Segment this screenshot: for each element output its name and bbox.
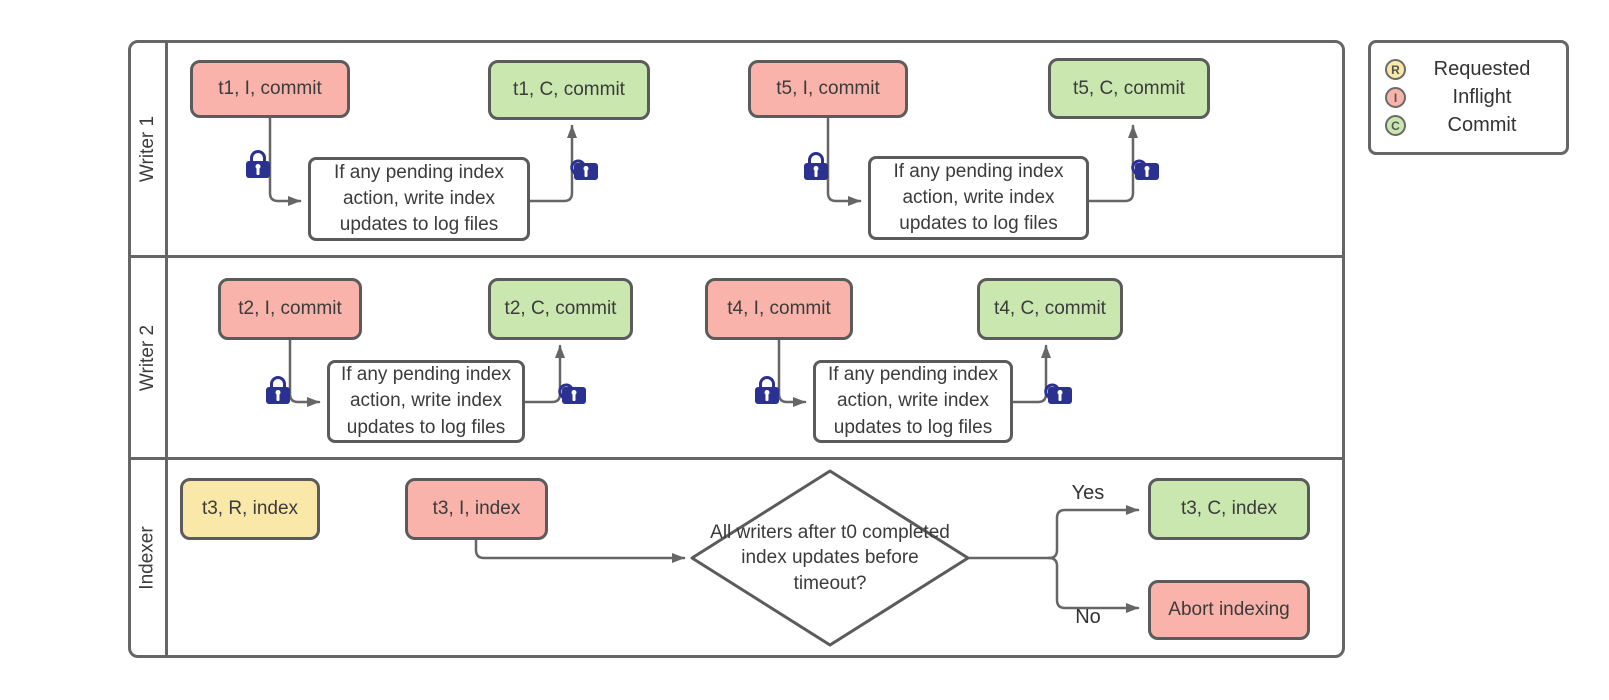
lane-indexer: Indexer xyxy=(131,457,1342,655)
branch-label-no: No xyxy=(1075,606,1101,628)
node-t2-commit: t2, C, commit xyxy=(488,278,633,340)
node-process-writer1-a: If any pending index action, write index… xyxy=(308,157,530,241)
lock-open-icon xyxy=(1127,152,1159,181)
node-t2-inflight: t2, I, commit xyxy=(218,278,362,340)
lock-open-icon xyxy=(566,152,598,181)
commit-badge-icon: C xyxy=(1385,115,1406,136)
lane-writer-1: Writer 1 xyxy=(131,43,1342,255)
lane-title-writer-2: Writer 2 xyxy=(131,258,168,457)
lane-writer-2: Writer 2 xyxy=(131,255,1342,457)
node-abort-indexing: Abort indexing xyxy=(1148,580,1310,640)
inflight-badge-icon: I xyxy=(1385,87,1406,108)
legend-item-commit: C Commit xyxy=(1385,114,1552,137)
legend-label: Inflight xyxy=(1452,86,1512,108)
legend-label: Commit xyxy=(1447,114,1517,136)
node-t4-commit: t4, C, commit xyxy=(977,278,1123,340)
legend-label: Requested xyxy=(1433,58,1531,80)
lock-closed-icon xyxy=(755,376,779,405)
decision-diamond xyxy=(690,469,970,647)
node-t3-inflight: t3, I, index xyxy=(405,478,548,540)
requested-badge-icon: R xyxy=(1385,59,1406,80)
node-t3-requested: t3, R, index xyxy=(180,478,320,540)
node-t4-inflight: t4, I, commit xyxy=(705,278,853,340)
lock-open-icon xyxy=(1040,376,1072,405)
lock-closed-icon xyxy=(804,152,828,181)
node-t3-commit: t3, C, index xyxy=(1148,478,1310,540)
lane-title-writer-1: Writer 1 xyxy=(131,43,168,255)
lock-closed-icon xyxy=(266,376,290,405)
lock-open-icon xyxy=(554,376,586,405)
node-process-writer2-a: If any pending index action, write index… xyxy=(327,360,525,443)
lock-closed-icon xyxy=(246,150,270,179)
decision-question: All writers after t0 completed index upd… xyxy=(710,521,950,594)
legend-item-requested: R Requested xyxy=(1385,58,1552,81)
node-process-writer2-b: If any pending index action, write index… xyxy=(813,360,1013,443)
node-t5-inflight: t5, I, commit xyxy=(748,60,908,118)
legend: R Requested I Inflight C Commit xyxy=(1368,40,1569,155)
lane-title-indexer: Indexer xyxy=(131,460,168,655)
node-process-writer1-b: If any pending index action, write index… xyxy=(868,156,1089,240)
node-t1-inflight: t1, I, commit xyxy=(190,60,350,118)
node-t5-commit: t5, C, commit xyxy=(1048,58,1210,119)
branch-label-yes: Yes xyxy=(1071,482,1105,504)
legend-item-inflight: I Inflight xyxy=(1385,86,1552,109)
swimlane-container: Writer 1 Writer 2 Indexer xyxy=(128,40,1345,658)
node-t1-commit: t1, C, commit xyxy=(488,60,650,120)
